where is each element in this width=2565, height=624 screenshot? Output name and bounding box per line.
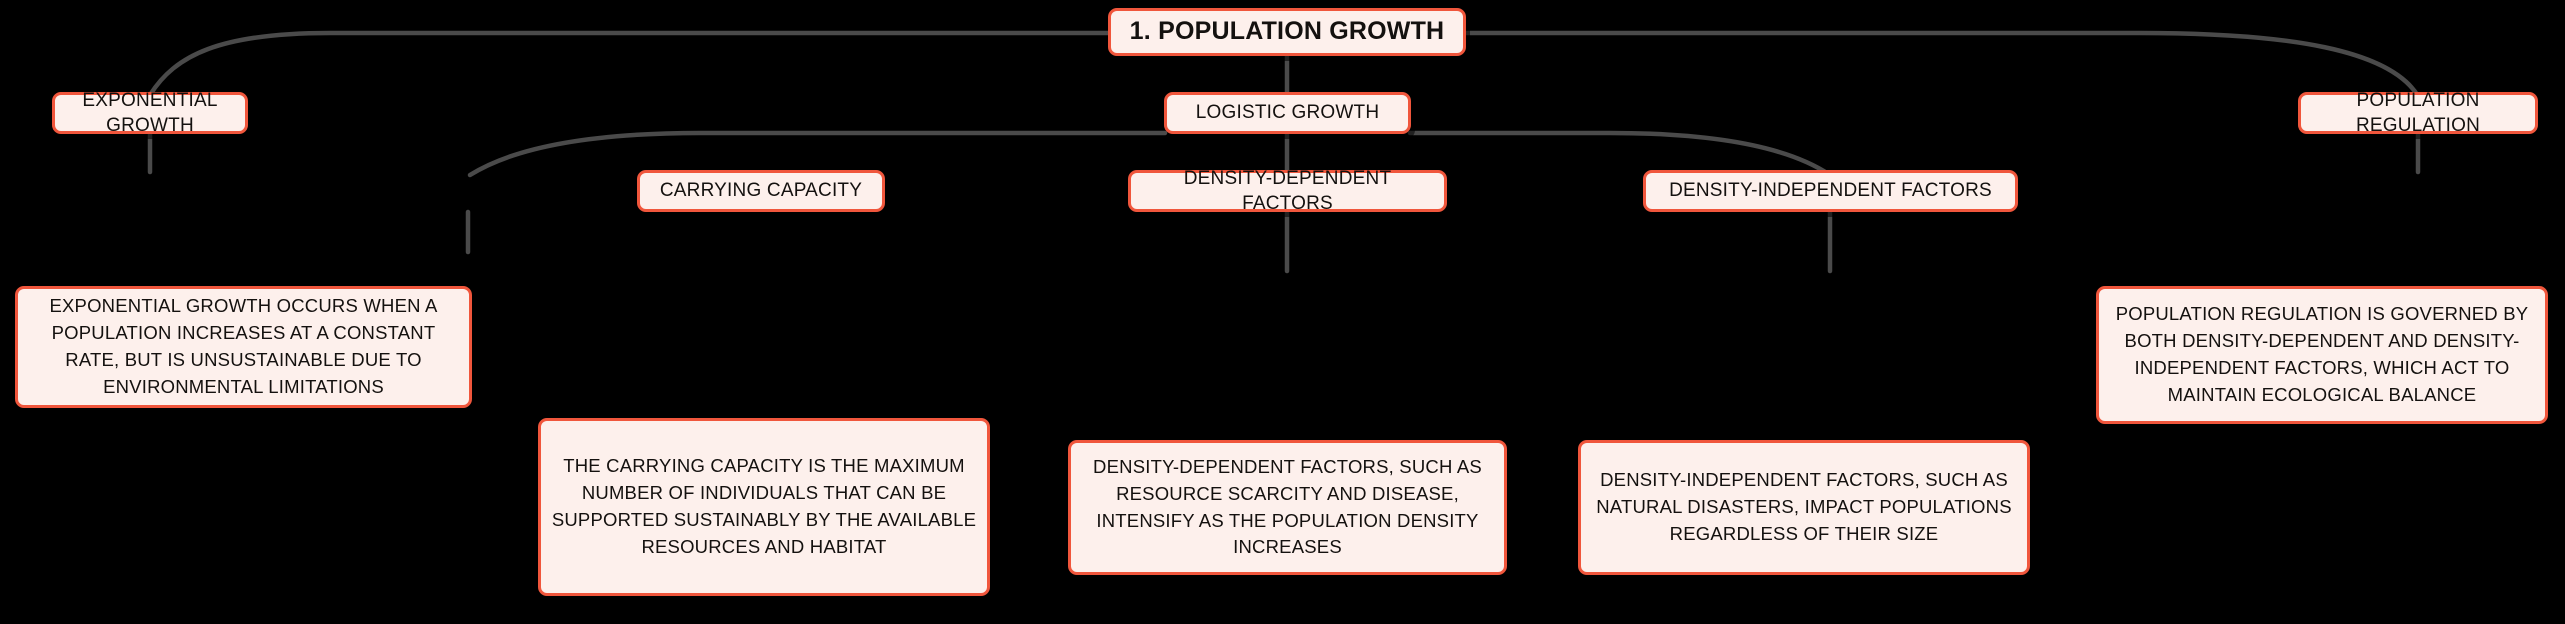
node-density-dependent-factors-description-text: DENSITY-DEPENDENT FACTORS, SUCH AS RESOU… bbox=[1093, 455, 1482, 558]
node-carrying-capacity-label: CARRYING CAPACITY bbox=[659, 180, 863, 202]
node-root[interactable]: 1. POPULATION GROWTH bbox=[1108, 8, 1466, 56]
node-density-dependent-factors[interactable]: DENSITY-DEPENDENT FACTORS bbox=[1128, 168, 1447, 214]
connector-root-to-population-regulation bbox=[1461, 30, 2421, 99]
node-exponential-growth-label: EXPONENTIAL GROWTH bbox=[82, 89, 218, 136]
node-exponential-growth[interactable]: EXPONENTIAL GROWTH bbox=[52, 90, 248, 136]
node-density-dependent-factors-description[interactable]: DENSITY-DEPENDENT FACTORS, SUCH AS RESOU… bbox=[1068, 440, 1507, 575]
node-logistic-growth-label: LOGISTIC GROWTH bbox=[1195, 102, 1380, 124]
node-density-independent-factors[interactable]: DENSITY-INDEPENDENT FACTORS bbox=[1643, 170, 2018, 212]
node-density-independent-factors-label: DENSITY-INDEPENDENT FACTORS bbox=[1669, 180, 1992, 202]
node-density-dependent-factors-label: DENSITY-DEPENDENT FACTORS bbox=[1183, 167, 1392, 214]
connector-logistic-to-carrying-capacity bbox=[467, 130, 1168, 178]
node-exponential-growth-description-text: EXPONENTIAL GROWTH OCCURS WHEN A POPULAT… bbox=[49, 295, 438, 397]
node-carrying-capacity-description-text: THE CARRYING CAPACITY IS THE MAXIMUM NUM… bbox=[551, 455, 977, 557]
connector-root-to-exponential bbox=[147, 30, 1112, 98]
node-carrying-capacity[interactable]: CARRYING CAPACITY bbox=[637, 170, 885, 212]
node-exponential-growth-description[interactable]: EXPONENTIAL GROWTH OCCURS WHEN A POPULAT… bbox=[15, 286, 472, 408]
node-population-regulation-description-text: POPULATION REGULATION IS GOVERNED BY BOT… bbox=[2115, 303, 2529, 405]
node-population-regulation-label: POPULATION REGULATION bbox=[2355, 89, 2481, 136]
node-root-label: 1. POPULATION GROWTH bbox=[1129, 17, 1445, 46]
node-population-regulation-description[interactable]: POPULATION REGULATION IS GOVERNED BY BOT… bbox=[2096, 286, 2548, 424]
node-population-regulation[interactable]: POPULATION REGULATION bbox=[2298, 90, 2538, 136]
node-density-independent-factors-description-text: DENSITY-INDEPENDENT FACTORS, SUCH AS NAT… bbox=[1596, 469, 2012, 544]
node-carrying-capacity-description[interactable]: THE CARRYING CAPACITY IS THE MAXIMUM NUM… bbox=[538, 418, 990, 596]
node-density-independent-factors-description[interactable]: DENSITY-INDEPENDENT FACTORS, SUCH AS NAT… bbox=[1578, 440, 2030, 575]
connector-logistic-to-density-independent bbox=[1407, 130, 1833, 178]
node-logistic-growth[interactable]: LOGISTIC GROWTH bbox=[1164, 92, 1411, 134]
